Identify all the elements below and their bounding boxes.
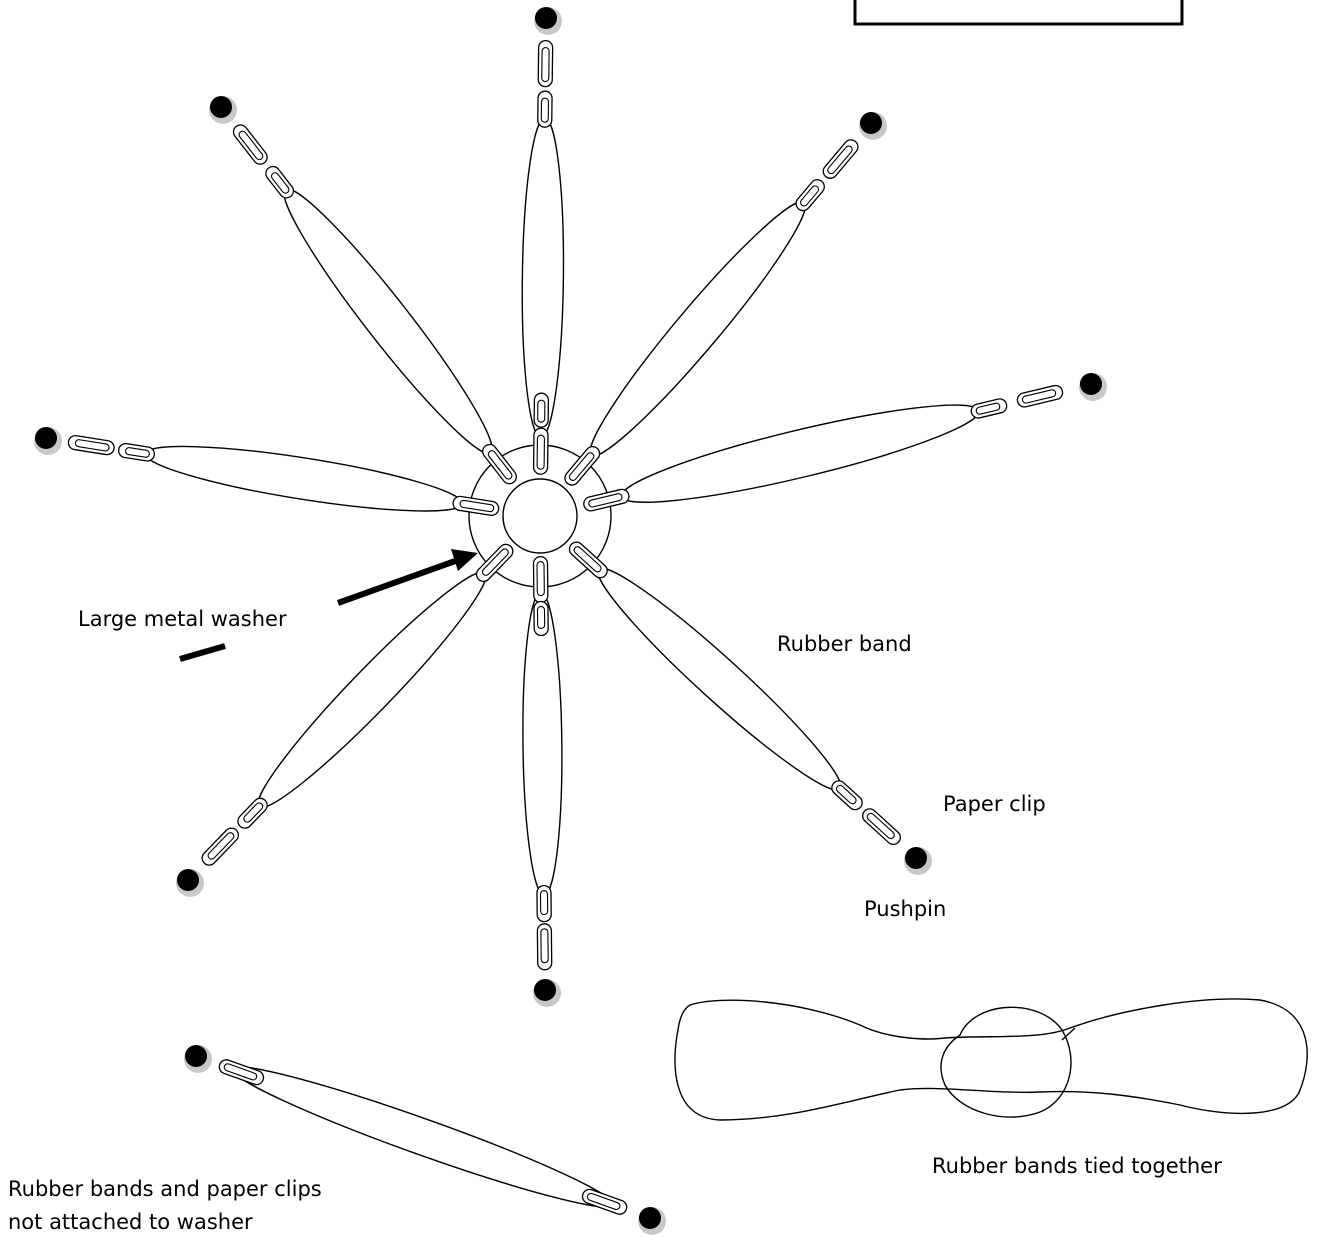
label-pushpin: Pushpin: [864, 897, 947, 921]
paper-clip: [795, 179, 825, 212]
paper-clip: [831, 780, 863, 811]
pushpin: [184, 1045, 212, 1073]
paper-clip: [970, 398, 1008, 419]
spoke-top: [521, 7, 565, 475]
label-tied-bands: Rubber bands tied together: [932, 1154, 1222, 1178]
label-loose-bands: Rubber bands and paper clips: [8, 1177, 322, 1201]
label-loose-bands-line2: not attached to washer: [8, 1210, 253, 1234]
pushpin: [904, 847, 932, 875]
label-rubber-band: Rubber band: [777, 632, 912, 656]
washer-arrow: [179, 549, 478, 662]
paper-clip: [583, 488, 630, 512]
rubber-band: [144, 445, 464, 512]
pushpin: [1079, 373, 1107, 401]
rubber-band: [589, 200, 807, 457]
rubber-band: [283, 188, 493, 455]
loose-rubber-band-assembly: [184, 1045, 666, 1235]
paper-clip: [532, 427, 549, 475]
spoke-right: [583, 373, 1107, 512]
label-large-metal-washer: Large metal washer: [78, 607, 287, 631]
paper-clip: [452, 495, 500, 517]
paper-clip: [218, 1059, 265, 1086]
paper-clip: [537, 39, 554, 88]
paper-clip: [568, 541, 608, 579]
paper-clip: [533, 600, 549, 637]
spoke-left: [34, 427, 500, 517]
spoke-upper-left: [209, 96, 518, 485]
paper-clip: [475, 543, 514, 583]
paper-clip: [232, 124, 268, 165]
pushpin: [209, 96, 237, 124]
rubber-band: [620, 404, 980, 503]
spoke-lower-right: [568, 541, 932, 875]
pushpin: [176, 869, 204, 897]
paper-clip: [537, 90, 553, 128]
paper-clip: [1016, 384, 1064, 408]
pushpin: [534, 7, 562, 35]
spoke-bottom: [522, 555, 563, 1007]
paper-clip: [533, 392, 550, 428]
label-paper-clip: Paper clip: [943, 792, 1046, 816]
paper-clip: [536, 884, 552, 923]
paper-clip: [581, 1188, 628, 1215]
paper-clip: [822, 139, 859, 179]
rubber-band: [521, 117, 565, 439]
paper-clip: [201, 827, 240, 866]
paper-clip: [482, 443, 518, 485]
pushpin: [859, 112, 887, 140]
paper-clip: [237, 797, 268, 829]
pushpin: [638, 1207, 666, 1235]
paper-clip: [564, 445, 601, 486]
pushpin: [533, 979, 561, 1007]
paper-clip: [862, 808, 901, 846]
paper-clip: [536, 923, 553, 971]
rubber-band: [597, 567, 842, 791]
paper-clip: [67, 434, 115, 456]
spoke-lower-left: [176, 543, 514, 897]
spoke-upper-right: [564, 112, 887, 486]
paper-clip: [265, 165, 295, 199]
pushpin: [34, 427, 62, 455]
rubber-band: [522, 591, 563, 896]
rubber-band: [257, 571, 487, 809]
top-box-fragment: [853, 0, 1184, 26]
tied-rubber-bands: [674, 998, 1308, 1121]
paper-clip: [117, 442, 156, 462]
paper-clip: [532, 555, 549, 604]
